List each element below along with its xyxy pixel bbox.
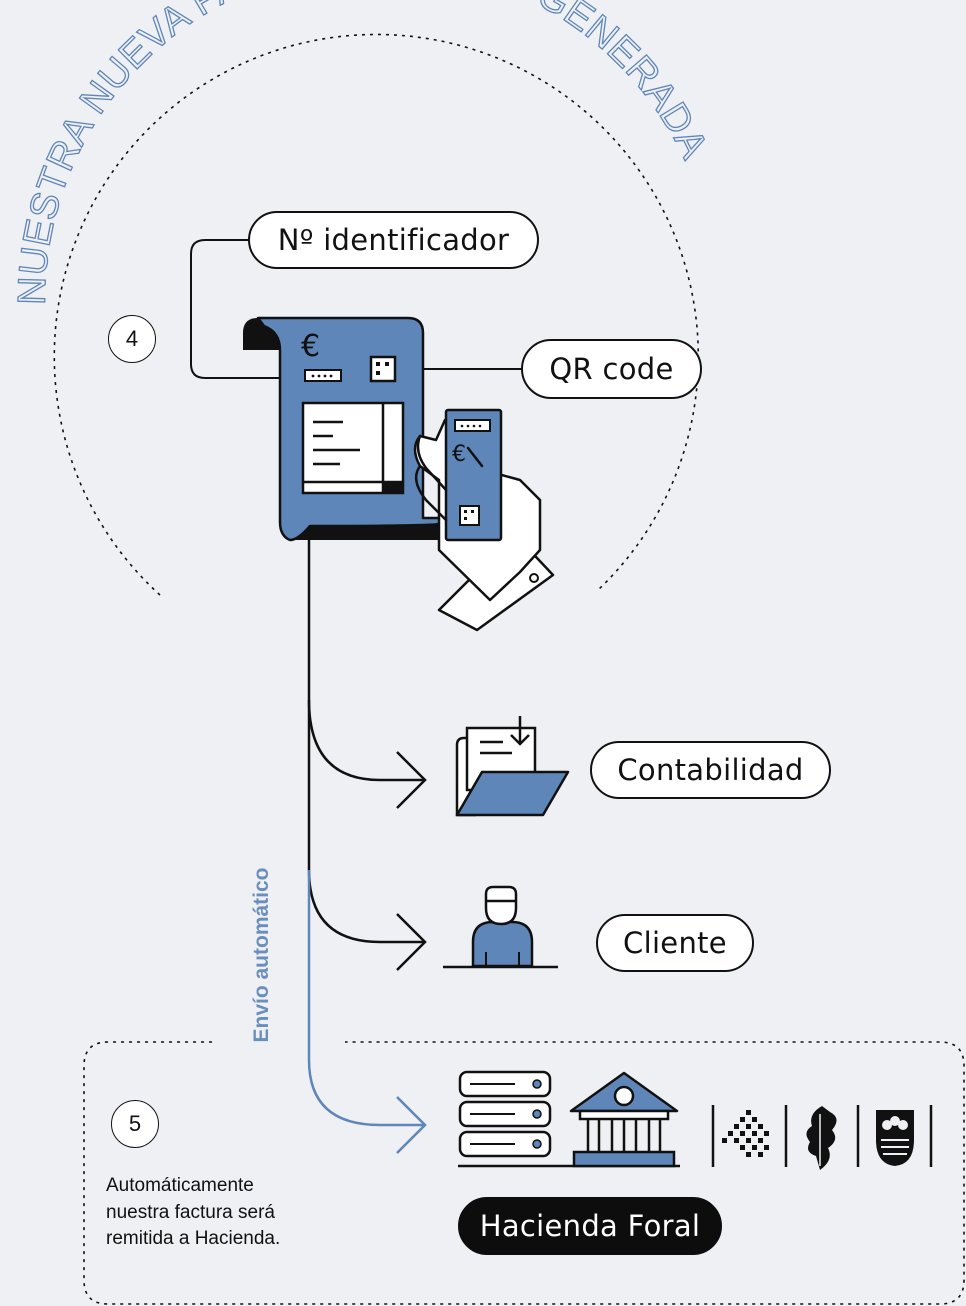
arrow-accounting [396,751,427,809]
person-icon [443,885,558,969]
gipuzkoa-logo-icon [876,1110,914,1166]
dotted-box [83,1041,965,1305]
flow-line-main [307,540,424,782]
identifier-connector [190,239,303,379]
server-icon [458,1070,680,1168]
flow-line-auto [307,870,424,1127]
arrow-client [396,913,427,971]
hand-phone-icon: € [413,408,555,632]
bank-icon [569,1071,679,1168]
invoice-icon: € [243,316,442,542]
regional-logos [711,1105,933,1170]
qr-code-icon [369,355,397,383]
identifier-label: Nº identificador [248,211,539,269]
folder-download-icon [455,716,570,817]
authority-label: Hacienda Foral [458,1197,722,1255]
bizkaia-logo-icon [806,1106,837,1170]
accounting-label: Contabilidad [590,741,831,799]
svg-text:€: € [452,442,466,467]
step-5-badge: 5 [111,1100,159,1148]
auto-send-label: Envío automático [250,867,273,1043]
step-4-badge: 4 [108,315,156,363]
flow-line-client [307,700,424,944]
qr-code-label: QR code [521,339,702,399]
euro-icon: € [301,329,320,364]
dotted-circle [53,33,700,596]
step-5-description: Automáticamente nuestra factura será rem… [106,1175,281,1249]
client-label: Cliente [596,914,754,972]
araba-logo-icon [722,1110,769,1157]
arrow-authority [396,1096,427,1154]
